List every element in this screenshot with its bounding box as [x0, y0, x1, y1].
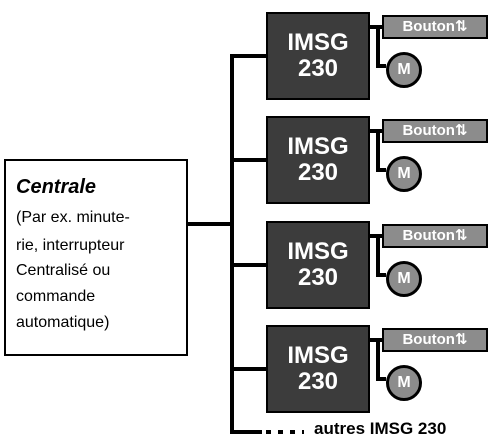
more-units-label: autres IMSG 230 [314, 419, 447, 438]
unit-name-line-1: IMSG [287, 29, 349, 56]
imsg-unit-2: IMSG 230 [266, 116, 370, 204]
motor-icon-4: M [386, 365, 422, 401]
button-label-4: Bouton⇅ [382, 328, 488, 352]
unit-name-line-2: 230 [297, 55, 339, 82]
central-title: Centrale [16, 176, 97, 198]
button-label-1: Bouton⇅ [382, 15, 488, 39]
unit-name-line-1: IMSG [287, 238, 349, 265]
motor-icon-1: M [386, 52, 422, 88]
motor-icon-2: M [386, 156, 422, 192]
central-text-line-2: rie, interrupteur [16, 237, 125, 254]
imsg-unit-4: IMSG 230 [266, 325, 370, 413]
imsg-unit-3: IMSG 230 [266, 221, 370, 309]
unit-name-line-2: 230 [297, 368, 339, 395]
unit-name-line-2: 230 [297, 264, 339, 291]
imsg-unit-1: IMSG 230 [266, 12, 370, 100]
button-label-3: Bouton⇅ [382, 224, 488, 248]
unit-name-line-2: 230 [297, 159, 339, 186]
central-text-line-4: commande [16, 288, 96, 305]
unit-name-line-1: IMSG [287, 342, 349, 369]
central-text-line-1: (Par ex. minute- [16, 209, 130, 226]
central-text-line-3: Centralisé ou [16, 262, 111, 279]
motor-icon-3: M [386, 261, 422, 297]
unit-name-line-1: IMSG [287, 133, 349, 160]
central-text-line-5: automatique) [16, 314, 110, 331]
button-label-2: Bouton⇅ [382, 119, 488, 143]
central-box [4, 159, 188, 356]
